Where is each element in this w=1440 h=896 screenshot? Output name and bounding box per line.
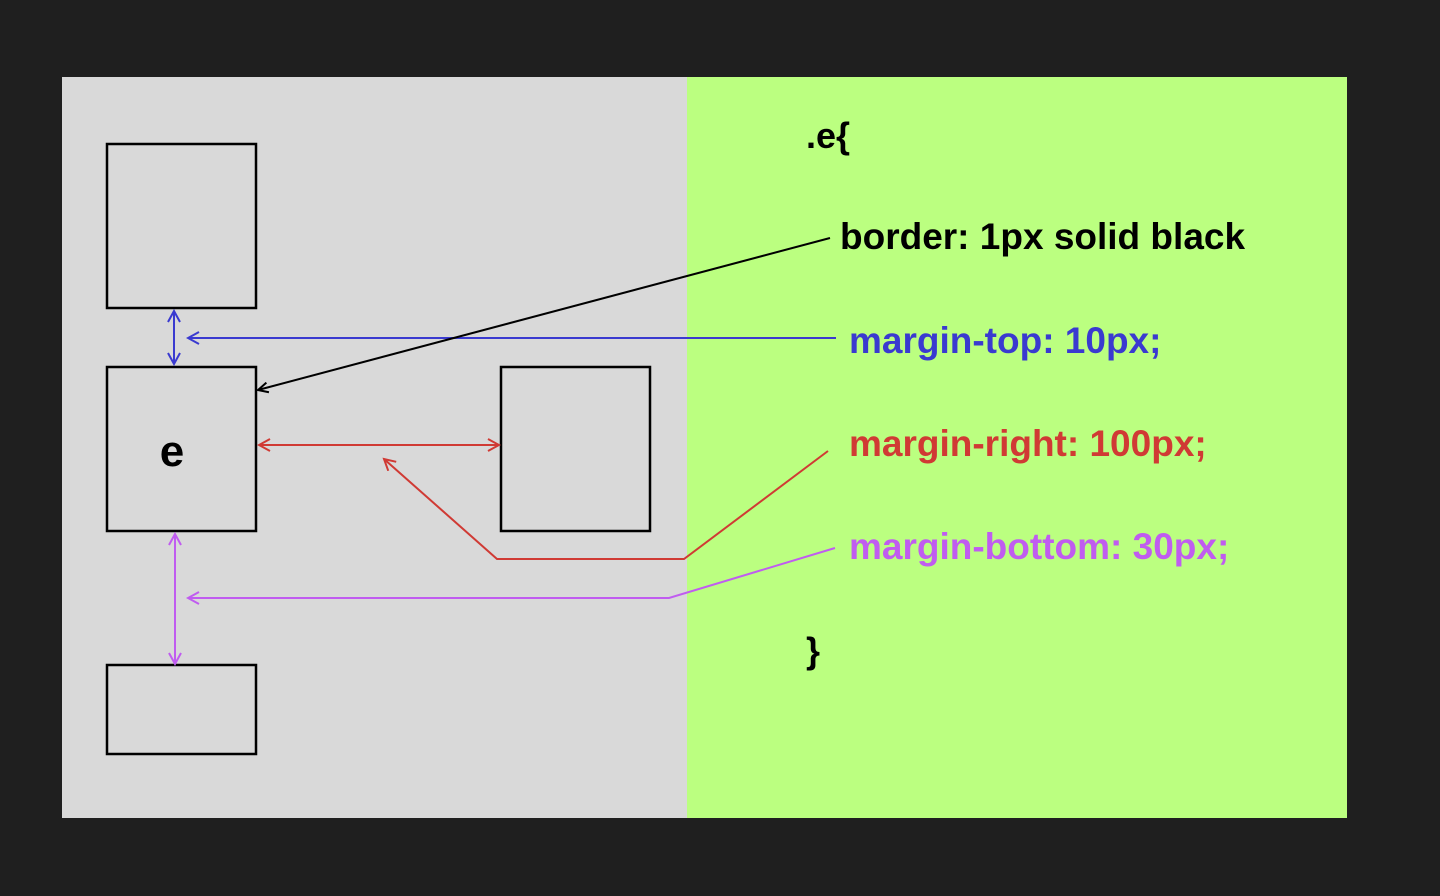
code-margin-right-line: margin-right: 100px; (849, 423, 1207, 464)
code-margin-top-line: margin-top: 10px; (849, 320, 1161, 361)
margin-right-pointer (384, 450, 829, 560)
code-close-brace: } (806, 630, 820, 671)
element-label: e (160, 427, 184, 476)
code-open-brace: .e{ (806, 115, 850, 156)
right-panel (687, 77, 1347, 818)
top-sibling-box (105, 142, 258, 310)
right-sibling-box (499, 365, 652, 533)
code-border-line: border: 1px solid black (840, 216, 1245, 257)
code-margin-bottom-line: margin-bottom: 30px; (849, 526, 1229, 567)
left-panel (62, 77, 687, 818)
element-e-box (105, 365, 258, 533)
border-pointer (258, 237, 831, 390)
margin-bottom-pointer (188, 547, 836, 598)
